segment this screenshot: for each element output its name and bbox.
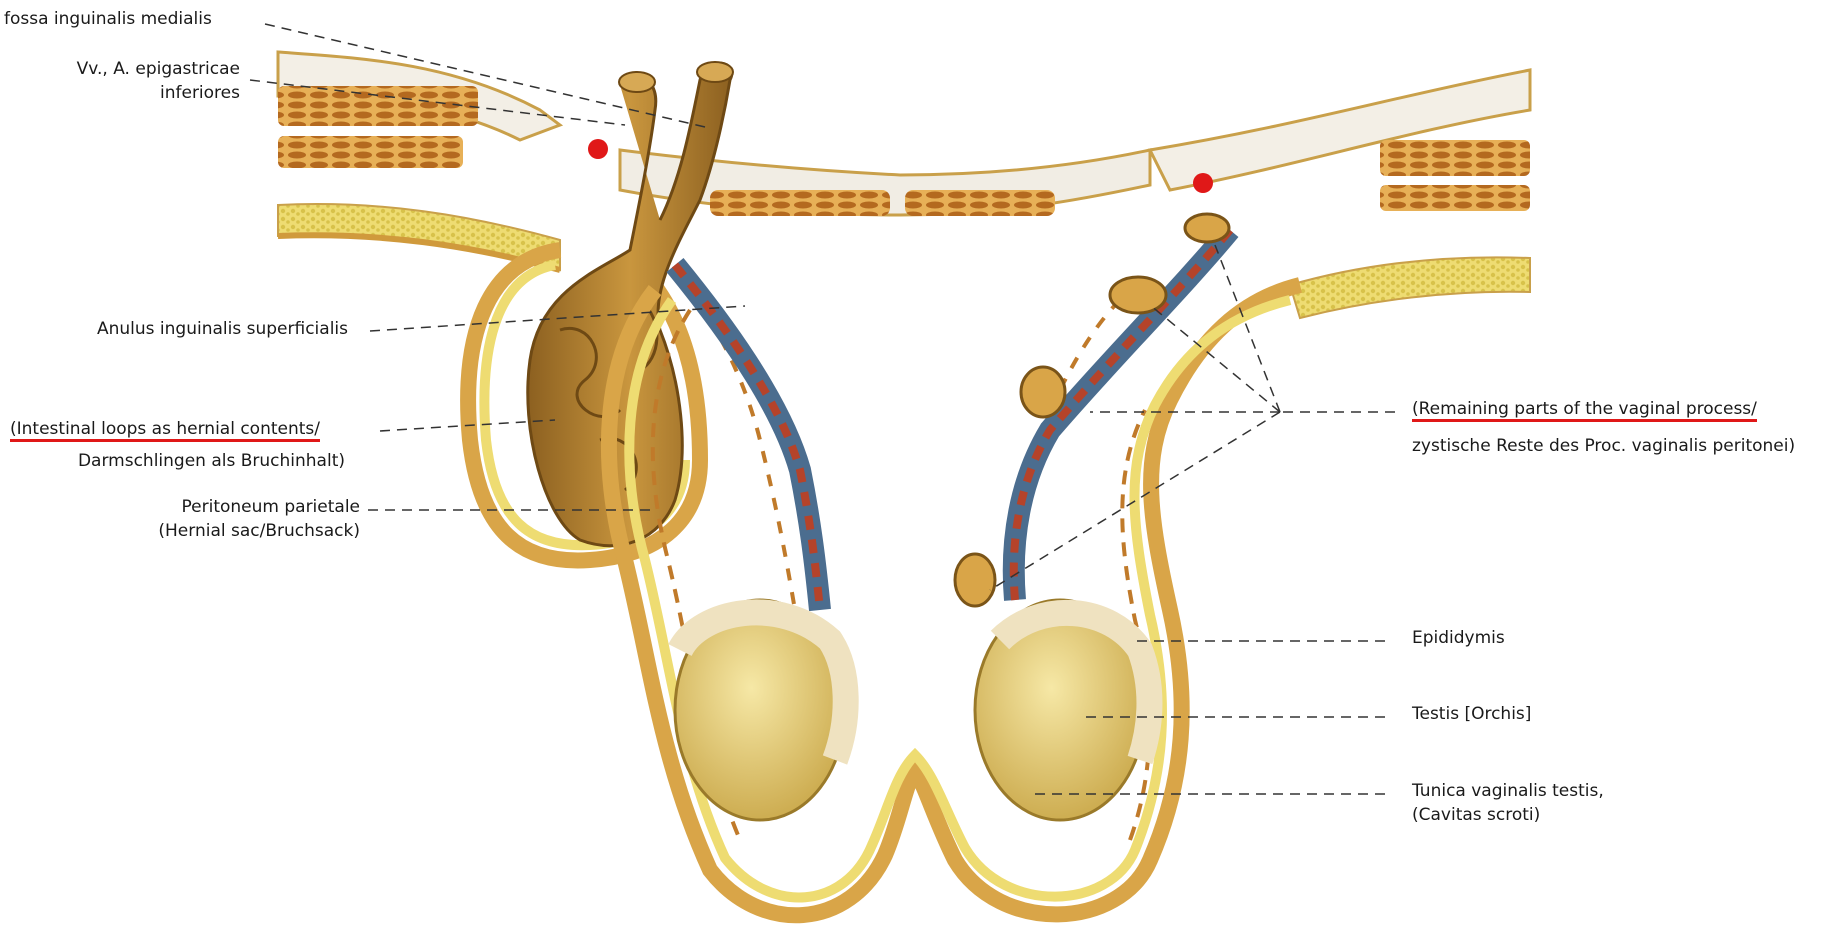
label-remaining-vaginal-process-de: zystische Reste des Proc. vaginalis peri… [1412, 435, 1795, 458]
label-fossa-inguinalis-medialis: fossa inguinalis medialis [4, 8, 212, 31]
label-tunica-vaginalis-line1: Tunica vaginalis testis, [1412, 780, 1604, 803]
label-peritoneum-parietale-line2: (Hernial sac/Bruchsack) [40, 520, 360, 543]
abdominal-wall-right [1150, 70, 1530, 318]
scrotum [609, 280, 1300, 915]
label-anulus-inguinalis-superficialis: Anulus inguinalis superficialis [40, 318, 348, 341]
label-remaining-vaginal-process-en-text: (Remaining parts of the vaginal process/ [1412, 399, 1757, 422]
label-intestinal-loops-en: (Intestinal loops as hernial contents/ [10, 418, 320, 441]
label-testis: Testis [Orchis] [1412, 703, 1531, 726]
red-dot-marker-right [1193, 173, 1213, 193]
label-intestinal-loops-en-text: (Intestinal loops as hernial contents/ [10, 419, 320, 442]
abdominal-wall-left [278, 52, 560, 270]
label-epigastric-vessels-line1: Vv., A. epigastricae [40, 58, 240, 81]
label-epigastric-vessels-line2: inferiores [40, 82, 240, 105]
label-intestinal-loops-de: Darmschlingen als Bruchinhalt) [10, 450, 345, 473]
label-remaining-vaginal-process-en: (Remaining parts of the vaginal process/ [1412, 398, 1757, 421]
red-dot-marker-left [588, 139, 608, 159]
label-tunica-vaginalis-line2: (Cavitas scroti) [1412, 804, 1540, 827]
label-peritoneum-parietale-line1: Peritoneum parietale [40, 496, 360, 519]
label-epididymis: Epididymis [1412, 627, 1505, 650]
